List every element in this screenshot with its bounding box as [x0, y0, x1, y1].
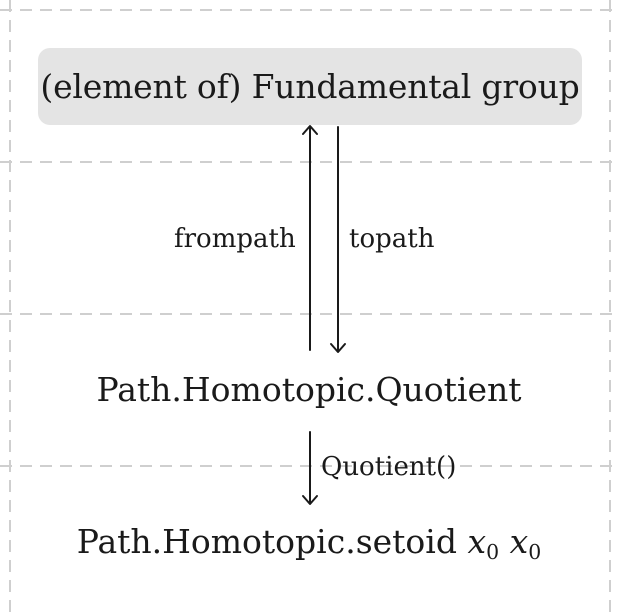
setoid-label: Path.Homotopic.setoid [76, 522, 457, 561]
frompath-arrow [302, 125, 318, 351]
setoid-arg-2: x0 [509, 522, 542, 565]
quotient-node: Path.Homotopic.Quotient [0, 370, 618, 409]
quotient-arrow [302, 431, 318, 505]
fundamental-group-label: (element of) Fundamental group [40, 67, 580, 106]
topath-label: topath [349, 224, 435, 254]
topath-arrow [330, 126, 346, 353]
setoid-arg-1: x0 [467, 522, 500, 565]
setoid-node: Path.Homotopic.setoid x0 x0 [0, 522, 618, 564]
quotient-call-label: Quotient() [321, 452, 457, 482]
frompath-label: frompath [174, 224, 296, 254]
fundamental-group-node: (element of) Fundamental group [38, 48, 582, 125]
quotient-label: Path.Homotopic.Quotient [96, 370, 522, 409]
